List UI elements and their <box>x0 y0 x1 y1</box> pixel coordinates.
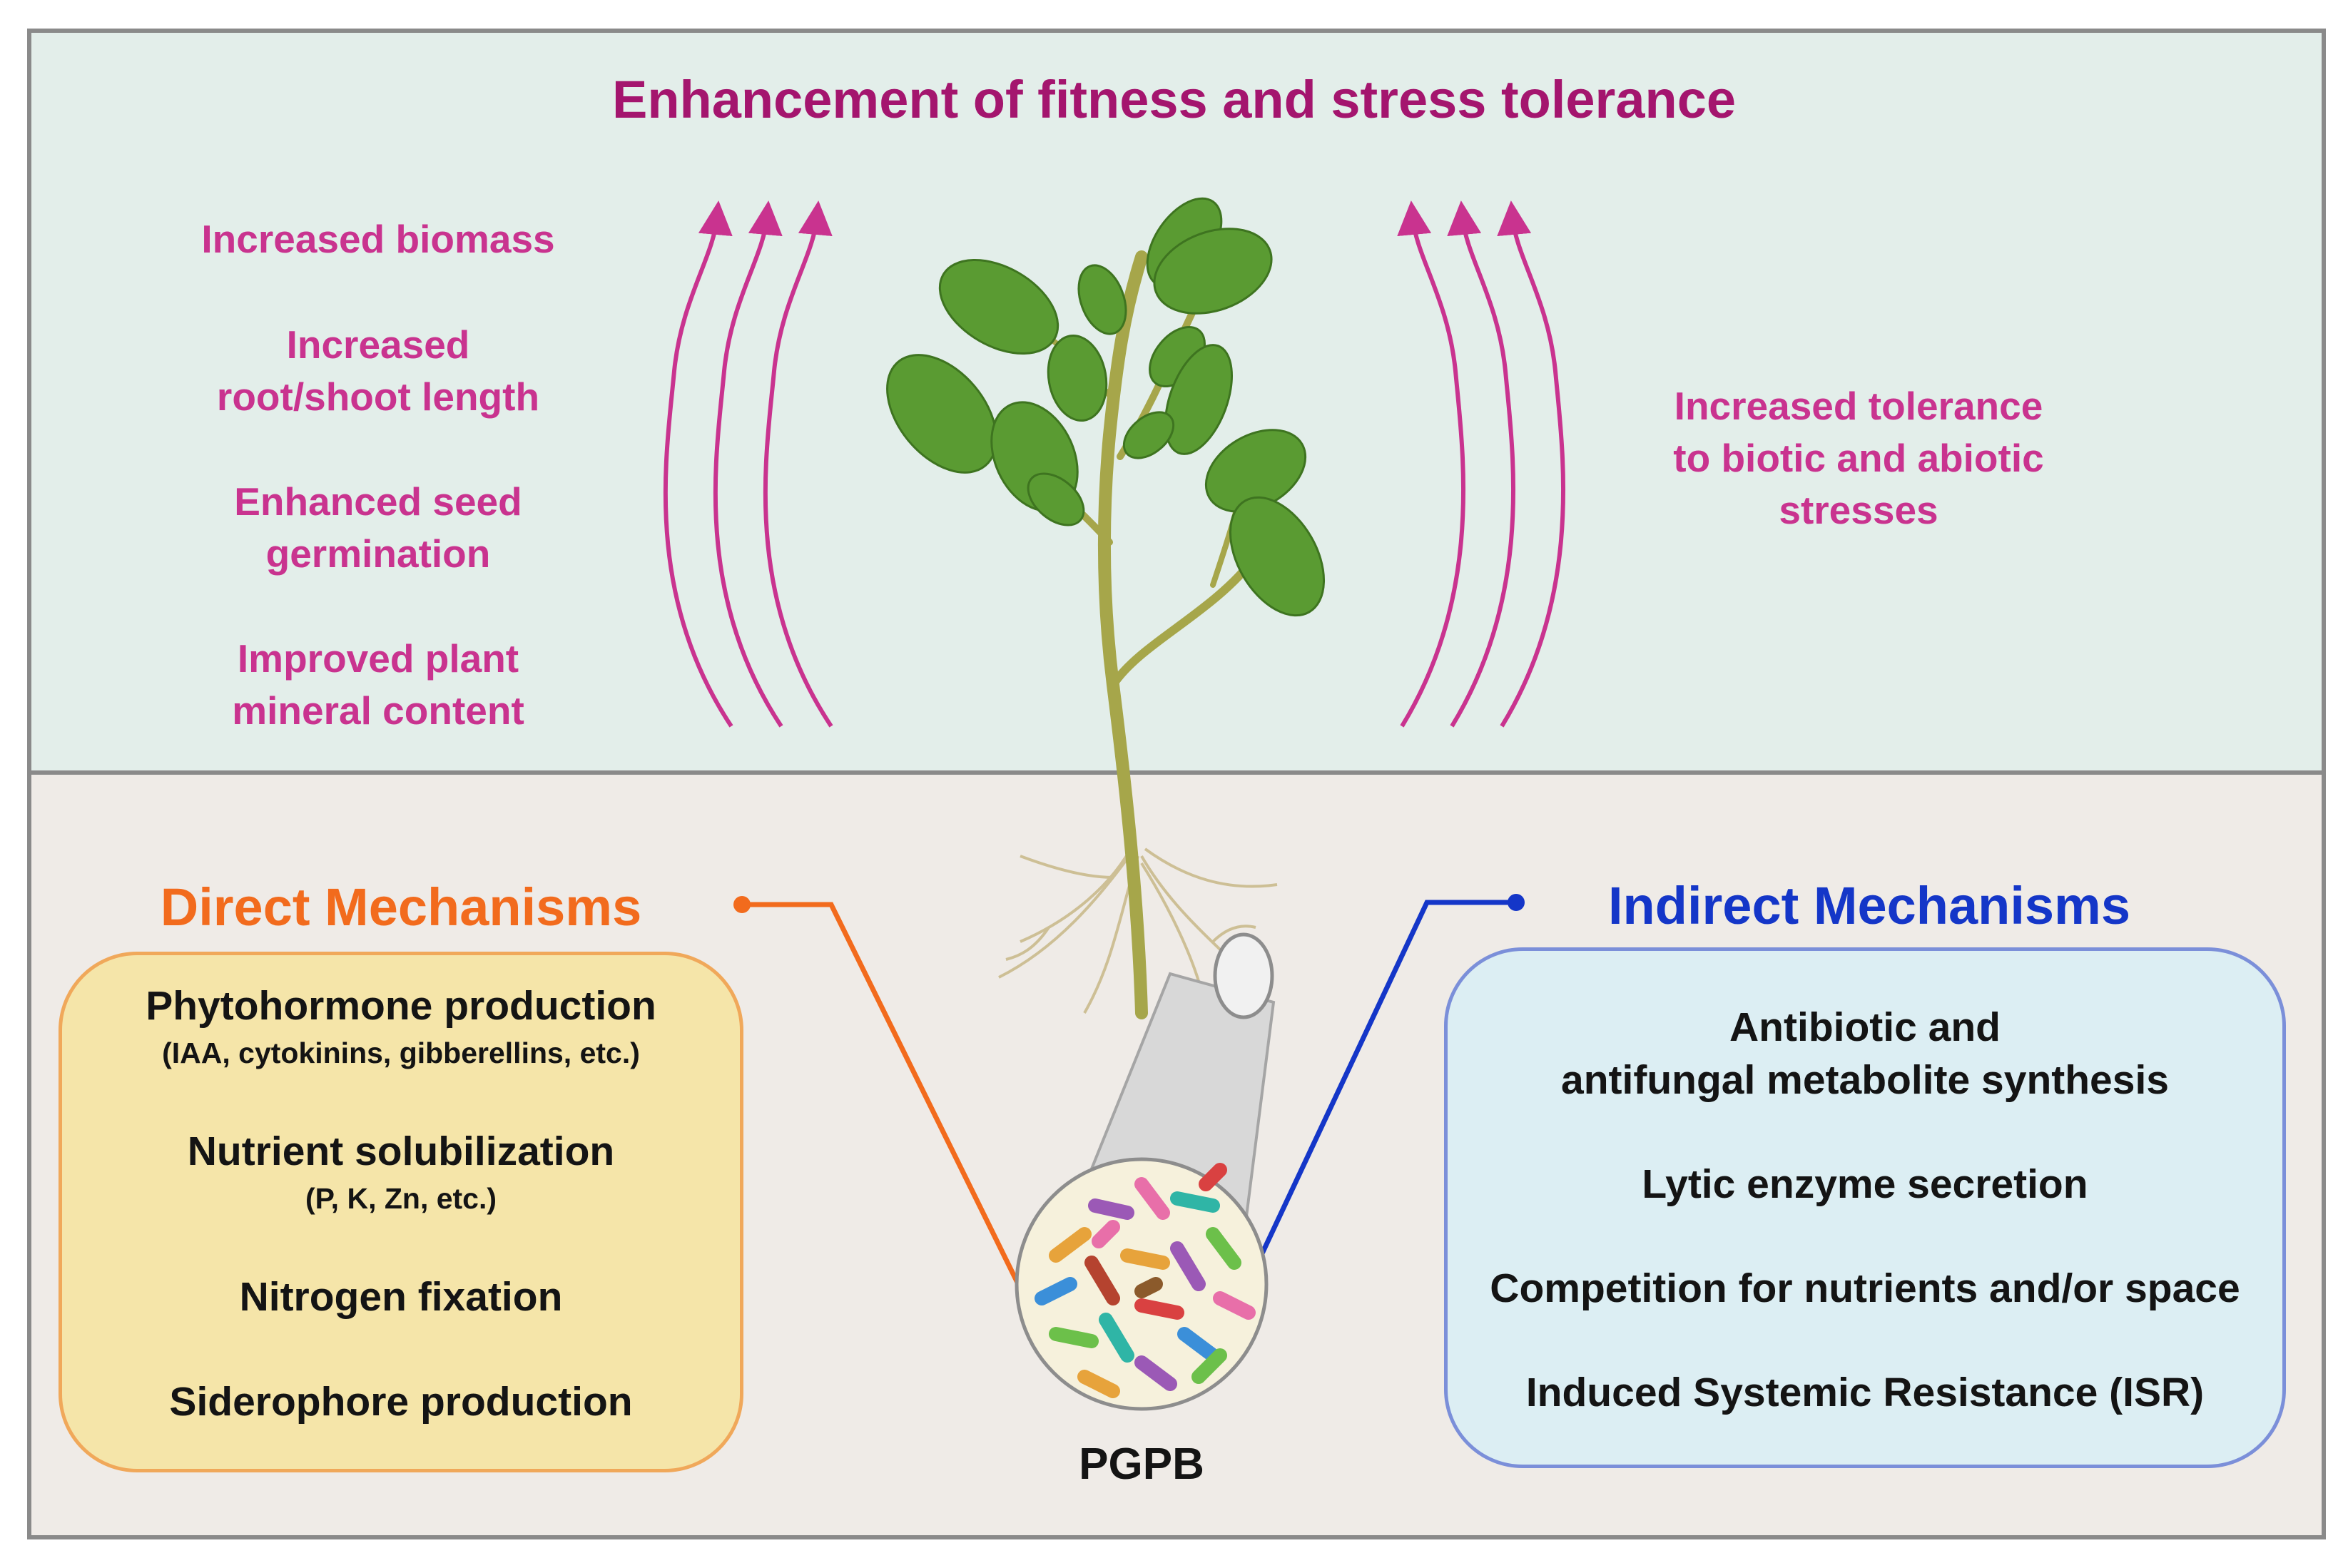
right-arrow-2 <box>1447 200 1515 728</box>
direct-item-nutrient-solubilization: Nutrient solubilization <box>187 1129 615 1174</box>
indirect-item-isr: Induced Systemic Resistance (ISR) <box>1525 1370 2205 1415</box>
indirect-connector <box>1244 900 1516 1287</box>
benefit-root-shoot-line-1: Increased <box>286 322 470 367</box>
bacteria-circle <box>1015 1157 1269 1411</box>
left-arrow-2 <box>713 200 783 728</box>
left-arrow-3 <box>763 200 833 728</box>
direct-item-nitrogen-fixation: Nitrogen fixation <box>239 1274 563 1320</box>
direct-item-phytohormone: Phytohormone production <box>146 983 656 1029</box>
benefit-stress-tolerance-line-3: stresses <box>1779 488 1938 532</box>
right-growth-arrows <box>1397 200 1565 728</box>
benefit-mineral-content-line-1: Improved plant <box>237 636 519 681</box>
direct-connector <box>742 902 1022 1287</box>
leaf <box>1077 264 1127 335</box>
leaf <box>1122 411 1175 459</box>
direct-connector-dot <box>733 896 751 913</box>
leaf <box>938 258 1059 355</box>
indirect-item-competition: Competition for nutrients and/or space <box>1490 1266 2240 1311</box>
magnifier-lens-small <box>1213 932 1274 1019</box>
pgpb-label: PGPB <box>1079 1440 1204 1489</box>
indirect-item-antibiotic-line-2: antifungal metabolite synthesis <box>1561 1057 2169 1103</box>
benefit-seed-germination-line-1: Enhanced seed <box>234 479 522 524</box>
benefit-stress-tolerance-line-1: Increased tolerance <box>1674 384 2043 428</box>
indirect-mechanisms-heading: Indirect Mechanisms <box>1607 876 2130 935</box>
left-growth-arrows <box>663 200 833 728</box>
left-arrow-1 <box>663 200 733 728</box>
benefit-mineral-content-line-2: mineral content <box>232 688 524 733</box>
plant-roots <box>998 841 1278 1021</box>
leaf <box>1027 472 1085 526</box>
indirect-item-antibiotic-line-1: Antibiotic and <box>1729 1004 2001 1050</box>
plant-leaves <box>886 197 1326 617</box>
indirect-mechanisms-box <box>1444 947 2286 1468</box>
direct-item-siderophore: Siderophore production <box>169 1379 633 1425</box>
benefit-increased-biomass: Increased biomass <box>201 217 555 261</box>
leaf <box>1164 344 1233 455</box>
direct-item-phytohormone-detail: (IAA, cytokinins, gibberellins, etc.) <box>162 1037 640 1069</box>
bacteria-cells <box>1035 1163 1256 1398</box>
direct-mechanisms-heading: Direct Mechanisms <box>160 877 642 937</box>
indirect-item-lytic-enzyme: Lytic enzyme secretion <box>1642 1161 2088 1207</box>
benefit-root-shoot-line-2: root/shoot length <box>216 375 540 419</box>
leaf <box>886 354 997 474</box>
leaf <box>1153 228 1273 315</box>
right-arrow-3 <box>1497 200 1565 728</box>
direct-mechanisms-box <box>59 952 743 1472</box>
main-title: Enhancement of fitness and stress tolera… <box>611 70 1737 129</box>
leaf <box>1047 335 1108 422</box>
right-arrow-1 <box>1397 200 1465 728</box>
indirect-connector-dot <box>1508 894 1525 911</box>
benefit-stress-tolerance-line-2: to biotic and abiotic <box>1673 436 2044 480</box>
leaf <box>1229 496 1326 617</box>
benefit-seed-germination-line-2: germination <box>265 531 491 576</box>
direct-item-nutrient-solubilization-detail: (P, K, Zn, etc.) <box>305 1182 497 1215</box>
